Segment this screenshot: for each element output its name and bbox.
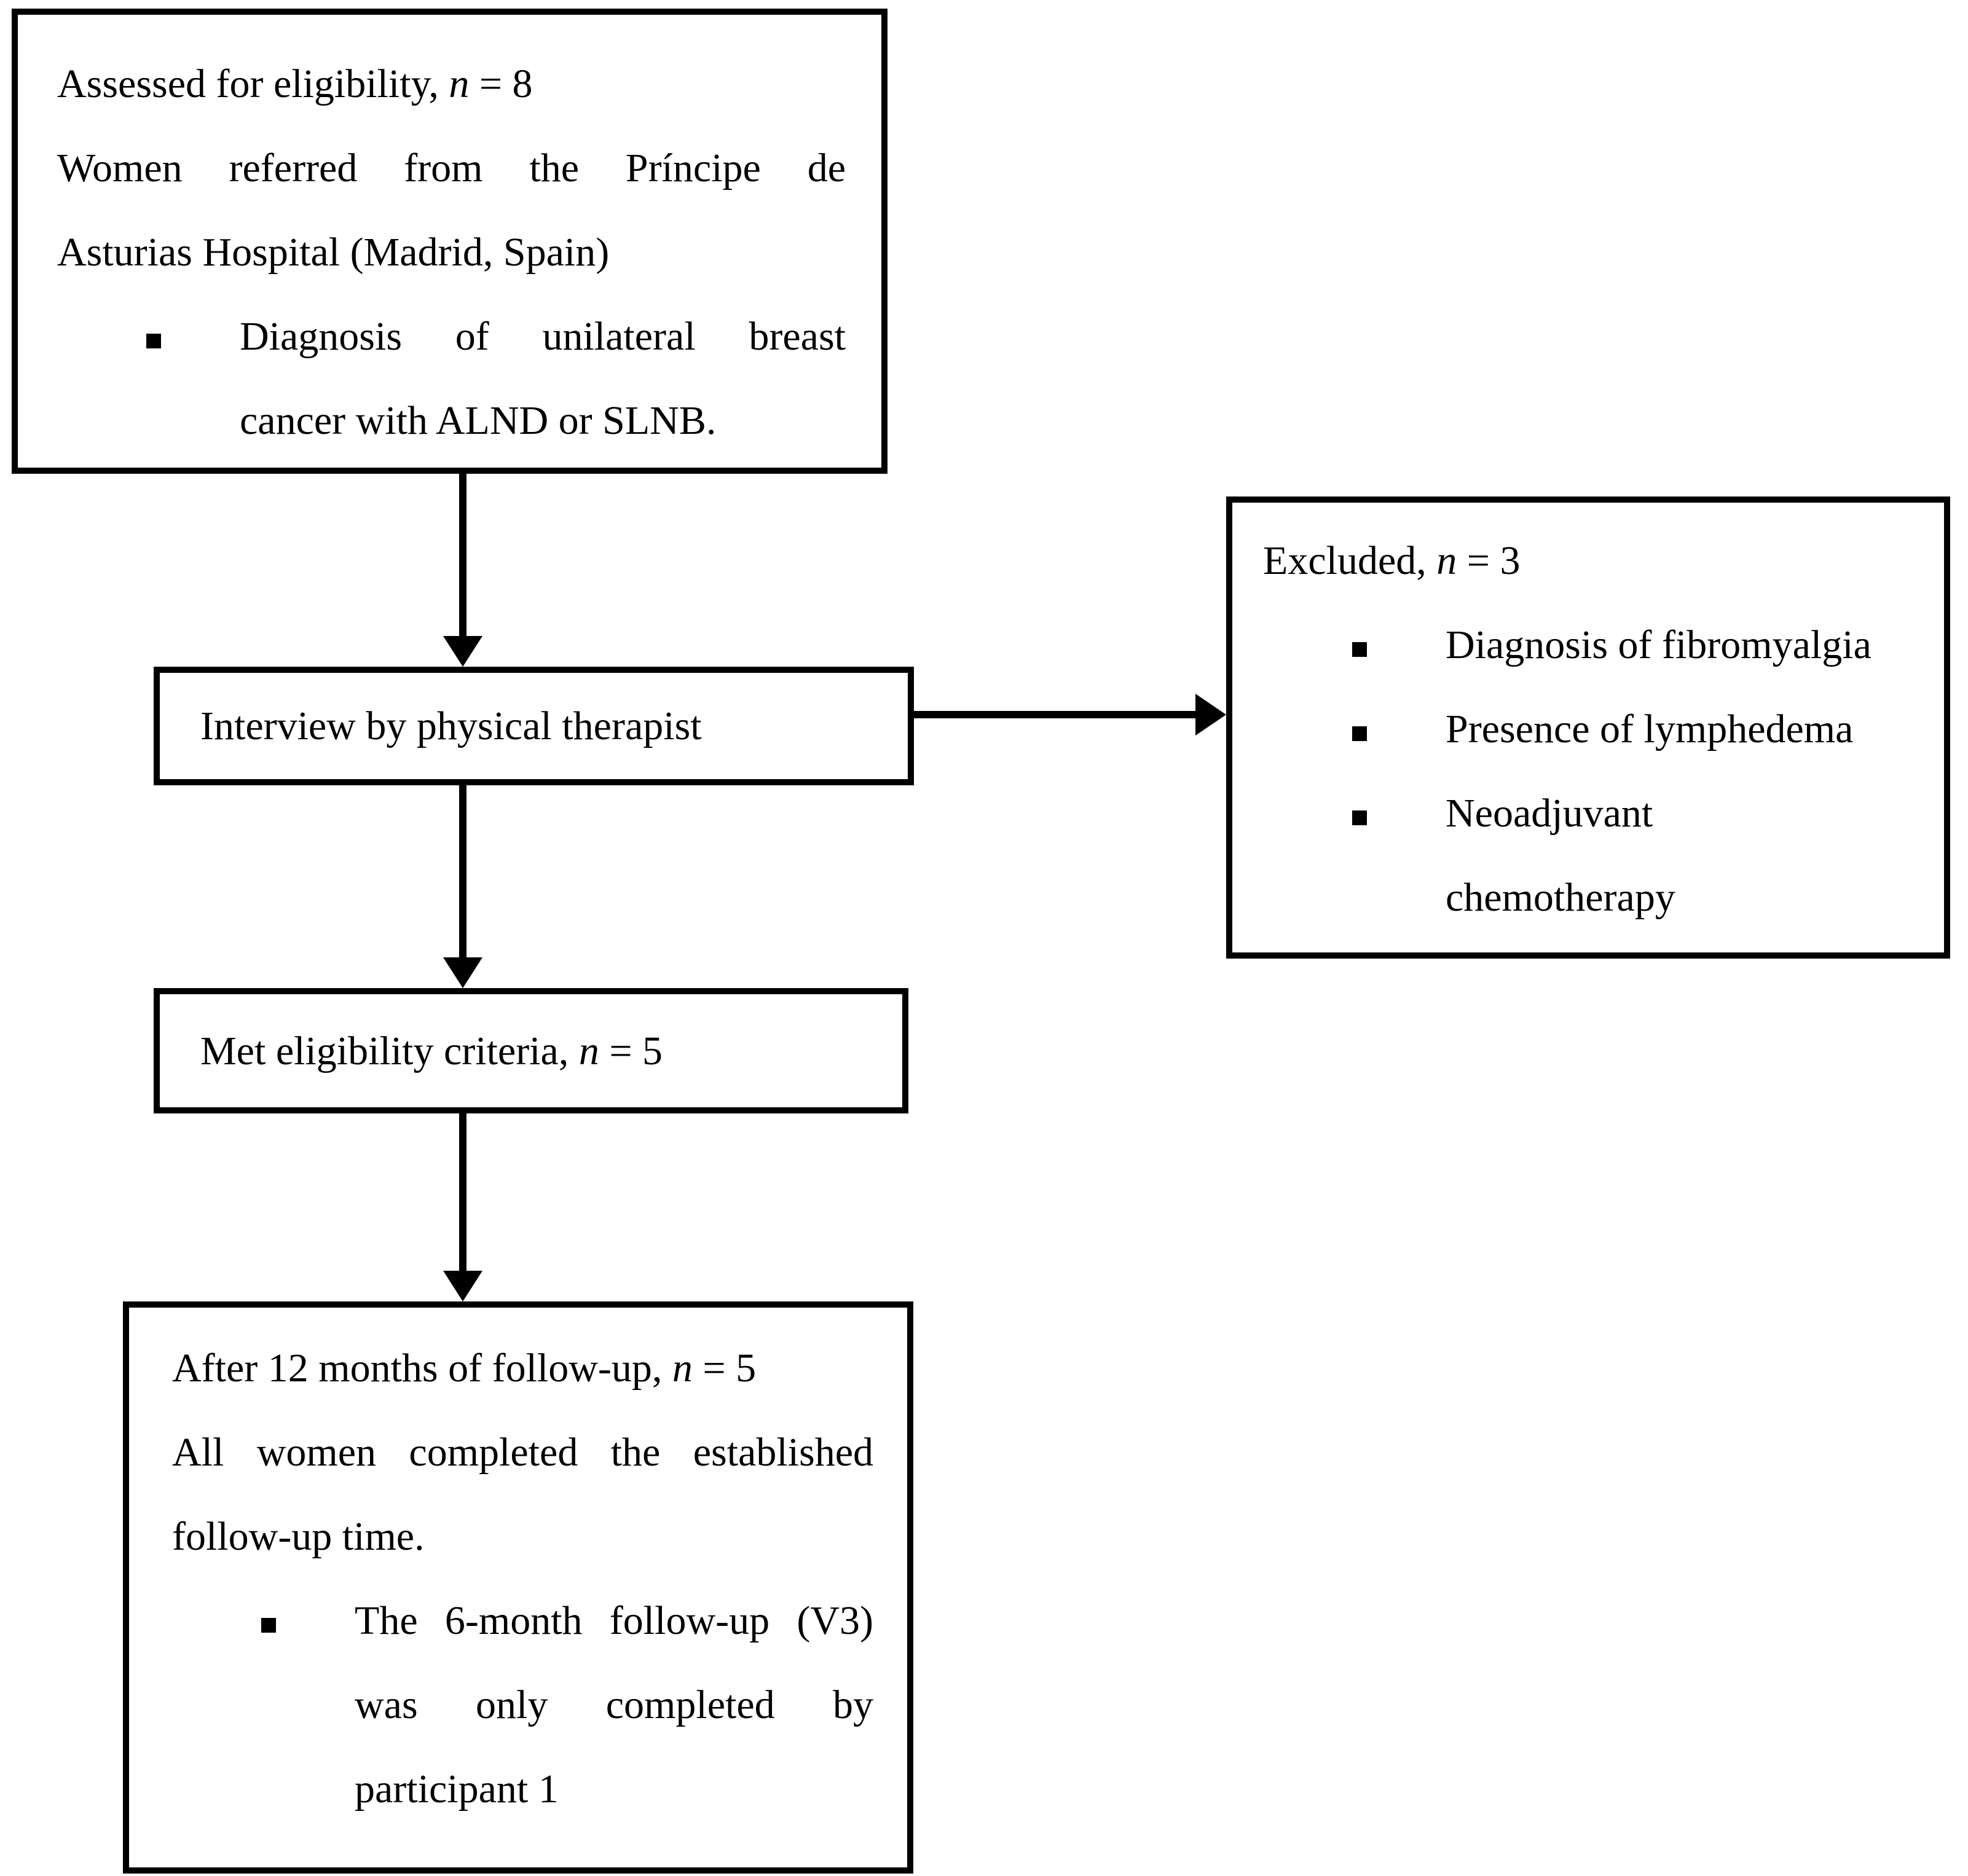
bullet-square-icon bbox=[1352, 726, 1367, 741]
excluded-bullet-item: Presence of lymphedema bbox=[1263, 687, 1916, 771]
n-variable: n bbox=[1436, 538, 1457, 583]
arrow-met-to-followup-shaft bbox=[459, 1113, 466, 1272]
neoadjuvant-line-2: chemotherapy bbox=[1446, 875, 1675, 920]
arrow-interview-to-excluded-shaft bbox=[914, 711, 1195, 718]
box-excluded: Excluded, n = 3 Diagnosis of fibromyalgi… bbox=[1226, 496, 1950, 959]
assessed-heading-count: = 8 bbox=[469, 61, 533, 106]
n-variable: n bbox=[672, 1346, 693, 1391]
met-heading-prefix: Met eligibility criteria, bbox=[200, 1028, 579, 1073]
arrow-interview-to-met-shaft bbox=[459, 785, 466, 959]
referral-text-line-2: Asturias Hospital (Madrid, Spain) bbox=[57, 230, 610, 275]
n-variable: n bbox=[578, 1028, 599, 1073]
excluded-heading: Excluded, n = 3 bbox=[1263, 519, 1916, 603]
excluded-bullet-text: Neoadjuvant chemotherapy bbox=[1446, 771, 1916, 940]
excluded-heading-count: = 3 bbox=[1457, 538, 1521, 583]
n-variable: n bbox=[449, 61, 470, 106]
arrow-right-head-icon bbox=[1195, 694, 1226, 736]
arrow-down-head-icon bbox=[443, 957, 482, 988]
followup-heading: After 12 months of follow-up, n = 5 bbox=[172, 1326, 873, 1410]
excluded-bullet-item: Diagnosis of fibromyalgia bbox=[1263, 603, 1916, 687]
diagnosis-line-2: cancer with ALND or SLNB. bbox=[240, 398, 717, 443]
referral-text-line-1: Women referred from the Príncipe de bbox=[57, 146, 846, 190]
bullet-square-icon bbox=[1352, 642, 1367, 657]
sixmonth-line-2: was only completed by bbox=[355, 1682, 873, 1727]
followup-bullet-item: The 6-month follow-up (V3) was only comp… bbox=[172, 1579, 873, 1831]
eligibility-bullet-item: Diagnosis of unilateral breast cancer wi… bbox=[57, 294, 846, 463]
lymphedema-line: Presence of lymphedema bbox=[1446, 707, 1854, 752]
arrow-down-head-icon bbox=[443, 1271, 482, 1301]
sixmonth-line-1: The 6-month follow-up (V3) bbox=[355, 1598, 873, 1643]
excluded-bullet-text: Diagnosis of fibromyalgia bbox=[1446, 603, 1916, 687]
met-heading: Met eligibility criteria, n = 5 bbox=[200, 1009, 663, 1093]
assessed-heading-prefix: Assessed for eligibility, bbox=[57, 61, 449, 106]
met-heading-count: = 5 bbox=[599, 1028, 663, 1073]
completed-text-line-1: All women completed the established bbox=[172, 1430, 873, 1475]
bullet-square-icon bbox=[261, 1618, 276, 1633]
interview-label: Interview by physical therapist bbox=[200, 704, 702, 748]
followup-heading-count: = 5 bbox=[692, 1346, 757, 1391]
neoadjuvant-line-1: Neoadjuvant bbox=[1446, 791, 1653, 836]
diagnosis-line-1: Diagnosis of unilateral breast bbox=[240, 314, 846, 359]
arrow-down-head-icon bbox=[443, 636, 482, 667]
bullet-square-icon bbox=[1352, 810, 1367, 825]
excluded-bullet-item: Neoadjuvant chemotherapy bbox=[1263, 771, 1916, 940]
box-met-criteria: Met eligibility criteria, n = 5 bbox=[154, 988, 908, 1113]
excluded-heading-prefix: Excluded, bbox=[1263, 538, 1437, 583]
excluded-bullet-text: Presence of lymphedema bbox=[1446, 687, 1916, 771]
followup-bullet-text: The 6-month follow-up (V3) was only comp… bbox=[355, 1579, 873, 1831]
followup-heading-prefix: After 12 months of follow-up, bbox=[172, 1346, 672, 1391]
bullet-square-icon bbox=[146, 334, 161, 348]
eligibility-bullet-text: Diagnosis of unilateral breast cancer wi… bbox=[240, 294, 846, 463]
sixmonth-line-3: participant 1 bbox=[355, 1767, 559, 1811]
box-followup: After 12 months of follow-up, n = 5 All … bbox=[123, 1301, 913, 1874]
fibromyalgia-line: Diagnosis of fibromyalgia bbox=[1446, 622, 1872, 667]
box-interview: Interview by physical therapist bbox=[154, 667, 914, 785]
completed-text-line-2: follow-up time. bbox=[172, 1514, 425, 1559]
box-assessed-eligibility: Assessed for eligibility, n = 8 Women re… bbox=[12, 9, 888, 474]
arrow-eligibility-to-interview-shaft bbox=[459, 474, 466, 636]
assessed-heading: Assessed for eligibility, n = 8 bbox=[57, 42, 846, 126]
